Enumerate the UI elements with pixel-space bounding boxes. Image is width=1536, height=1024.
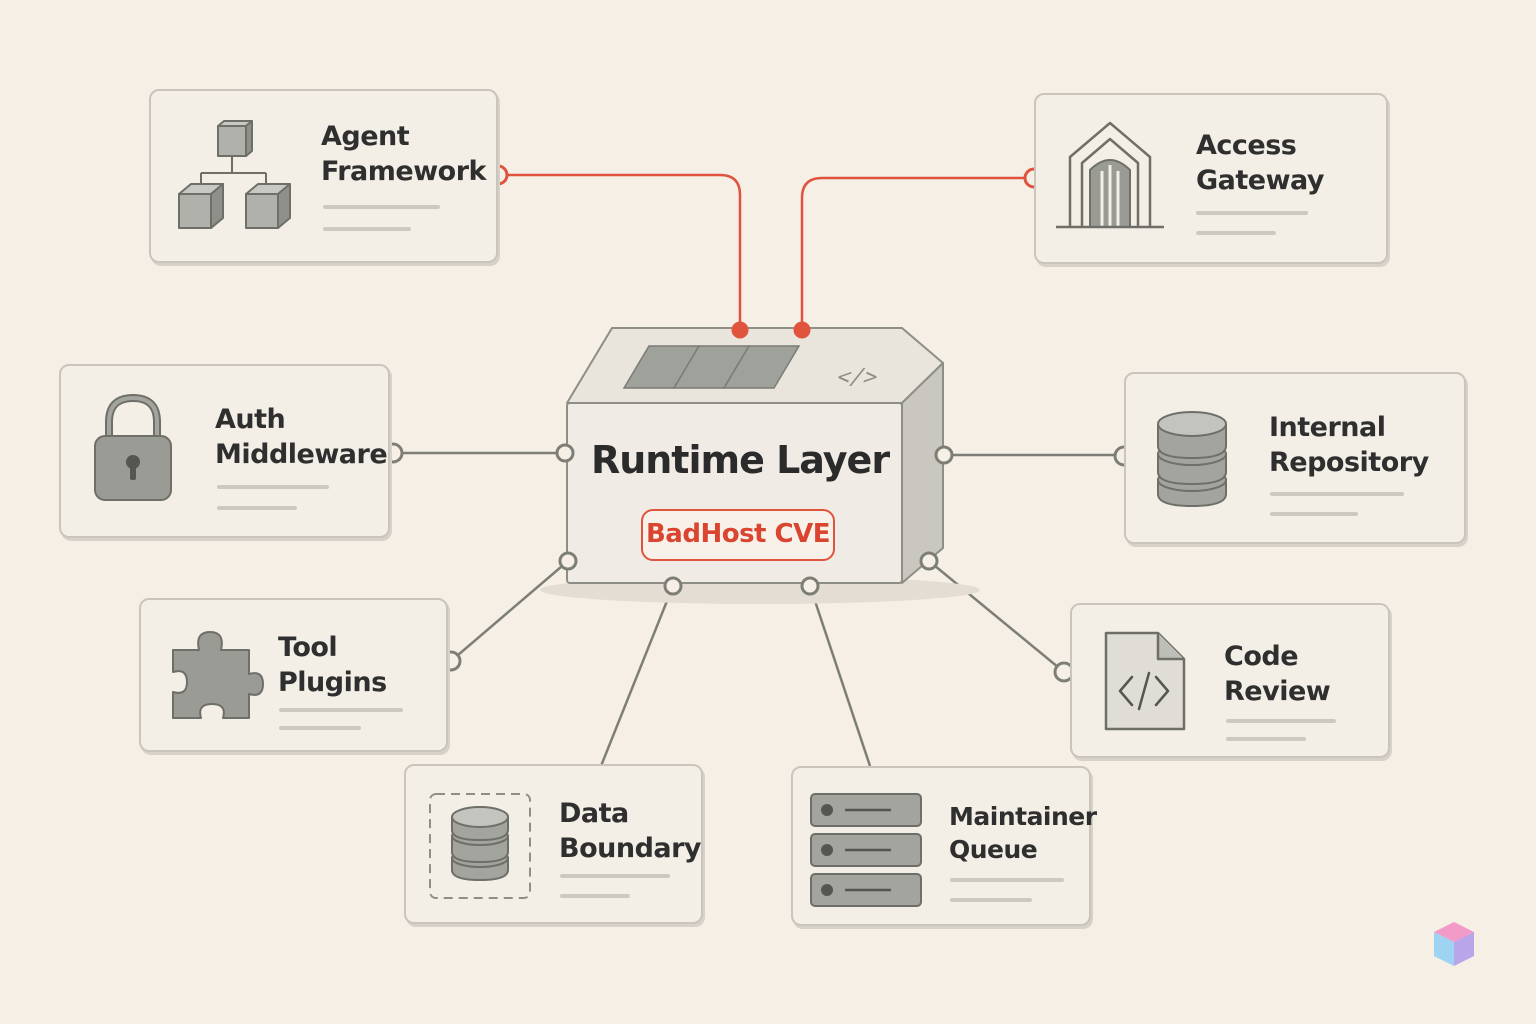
- server-stack-icon: [810, 793, 922, 907]
- card-auth-middleware-title: Auth Middleware: [215, 402, 388, 472]
- card-code-review-line1: Code: [1224, 641, 1299, 672]
- card-code-review-title: Code Review: [1224, 639, 1331, 709]
- card-agent-framework-line-b: [323, 227, 411, 231]
- card-access-gateway[interactable]: Access Gateway: [1034, 93, 1388, 264]
- card-tool-plugins[interactable]: Tool Plugins: [139, 598, 448, 752]
- puzzle-piece-icon: [172, 631, 264, 719]
- card-agent-framework[interactable]: Agent Framework: [149, 89, 498, 263]
- card-access-gateway-line-b: [1196, 231, 1276, 235]
- vent-slot-3: [722, 345, 801, 389]
- port-block-right: [934, 445, 954, 465]
- port-block-bottom-right: [919, 551, 939, 571]
- card-access-gateway-line-a: [1196, 211, 1308, 215]
- card-data-boundary-line2: Boundary: [559, 833, 702, 864]
- card-internal-repository-title: Internal Repository: [1269, 410, 1429, 480]
- cube-hierarchy-icon: [178, 120, 291, 229]
- card-access-gateway-line2: Gateway: [1196, 165, 1325, 196]
- card-code-review-line-a: [1226, 719, 1336, 723]
- port-block-left: [555, 443, 575, 463]
- connector-maintainer-queue: [808, 585, 872, 767]
- card-internal-repository-line-a: [1270, 492, 1404, 496]
- card-data-boundary-line-a: [560, 874, 670, 878]
- port-top-left-red: [731, 321, 749, 339]
- card-access-gateway-line1: Access: [1196, 130, 1297, 161]
- gateway-arch-icon: [1056, 121, 1164, 229]
- connector-data-boundary: [599, 585, 675, 767]
- card-maintainer-queue-line1: Maintainer: [949, 802, 1097, 831]
- card-tool-plugins-line-b: [279, 726, 361, 730]
- padlock-icon: [94, 393, 172, 501]
- card-auth-middleware[interactable]: Auth Middleware: [59, 364, 390, 538]
- card-code-review-line-b: [1226, 737, 1306, 741]
- card-tool-plugins-line2: Plugins: [278, 667, 387, 698]
- card-tool-plugins-line1: Tool: [278, 632, 338, 663]
- card-auth-middleware-line-b: [217, 506, 297, 510]
- port-block-bottom-mid-left: [663, 576, 683, 596]
- card-internal-repository[interactable]: Internal Repository: [1124, 372, 1466, 544]
- card-auth-middleware-line-a: [217, 485, 329, 489]
- card-agent-framework-line-a: [323, 205, 440, 209]
- card-data-boundary-line-b: [560, 894, 630, 898]
- card-maintainer-queue-line2: Queue: [949, 835, 1038, 864]
- card-agent-framework-line2: Framework: [321, 156, 486, 187]
- cve-badge: BadHost CVE: [641, 509, 835, 561]
- card-data-boundary-line1: Data: [559, 798, 629, 829]
- connector-agent-framework: [498, 173, 742, 330]
- connector-code-review: [928, 560, 1065, 673]
- card-agent-framework-line1: Agent: [321, 121, 410, 152]
- block-side-face: [901, 362, 944, 584]
- card-internal-repository-line1: Internal: [1269, 412, 1386, 443]
- cube-logo-icon: [1434, 922, 1474, 966]
- card-auth-middleware-line1: Auth: [215, 404, 286, 435]
- card-tool-plugins-line-a: [279, 708, 403, 712]
- card-internal-repository-line2: Repository: [1269, 447, 1429, 478]
- connector-access-gateway: [800, 176, 1034, 330]
- card-data-boundary[interactable]: Data Boundary: [404, 764, 703, 924]
- runtime-layer-title: Runtime Layer: [590, 438, 890, 482]
- card-agent-framework-title: Agent Framework: [321, 119, 486, 189]
- port-block-bottom-left: [558, 551, 578, 571]
- bounded-database-icon: [429, 793, 531, 899]
- connector-tool-plugins: [450, 560, 569, 662]
- port-top-right-red: [793, 321, 811, 339]
- card-code-review-line2: Review: [1224, 676, 1331, 707]
- card-auth-middleware-line2: Middleware: [215, 439, 388, 470]
- code-glyph-icon: </>: [833, 365, 881, 390]
- card-data-boundary-title: Data Boundary: [559, 796, 702, 866]
- card-maintainer-queue[interactable]: Maintainer Queue: [791, 766, 1097, 926]
- card-tool-plugins-title: Tool Plugins: [278, 630, 387, 700]
- card-access-gateway-title: Access Gateway: [1196, 128, 1325, 198]
- card-maintainer-queue-line-b: [950, 898, 1032, 902]
- database-icon: [1157, 411, 1227, 508]
- card-maintainer-queue-title: Maintainer Queue: [949, 800, 1097, 866]
- card-maintainer-queue-line-a: [950, 878, 1064, 882]
- code-file-icon: [1104, 631, 1186, 731]
- card-code-review[interactable]: Code Review: [1070, 603, 1390, 758]
- port-block-bottom-mid-right: [800, 576, 820, 596]
- card-internal-repository-line-b: [1270, 512, 1358, 516]
